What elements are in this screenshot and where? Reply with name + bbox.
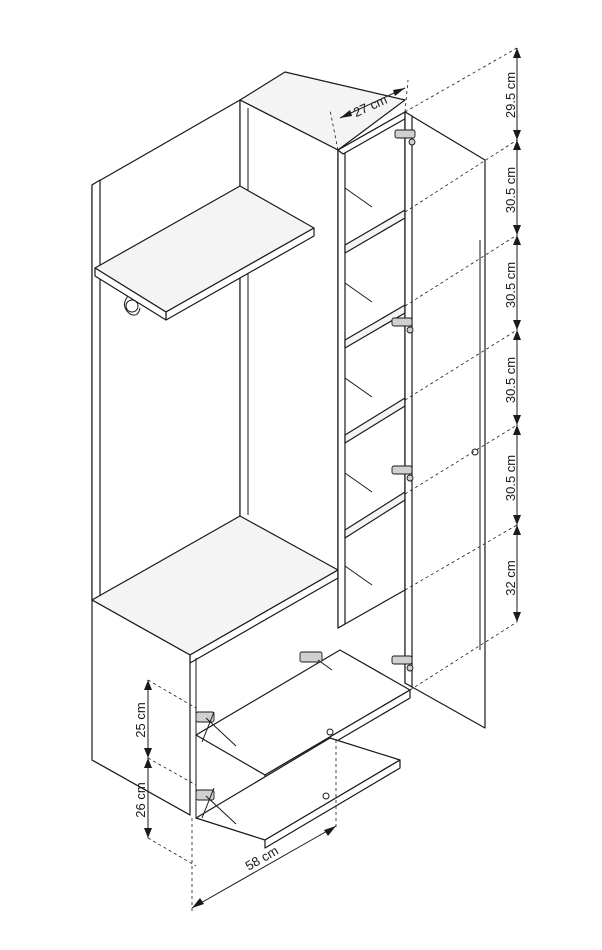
dimension-lines: [144, 47, 521, 912]
coat-hook-icon: [124, 295, 141, 316]
height-label-1: 29.5 cm: [503, 72, 518, 118]
left-cabinet: [91, 71, 406, 818]
flap-mechanism-icon: [195, 651, 333, 825]
flap-label-1: 25 cm: [133, 702, 148, 737]
shoe-flaps: [195, 649, 411, 849]
flap-label-2: 26 cm: [133, 782, 148, 817]
right-cabinet: [337, 111, 486, 729]
hinge-icon: [391, 129, 416, 672]
height-label-2: 30.5 cm: [503, 167, 518, 213]
height-label-5: 30.5 cm: [503, 455, 518, 501]
height-label-6: 32 cm: [503, 560, 518, 595]
door-knob-icon: [471, 448, 479, 456]
back-panel: [91, 99, 241, 601]
height-label-4: 30.5 cm: [503, 357, 518, 403]
middle-divider: [239, 99, 339, 571]
height-label-3: 30.5 cm: [503, 262, 518, 308]
left-side-panel: [91, 179, 101, 603]
cabinet-interior: [337, 111, 406, 629]
